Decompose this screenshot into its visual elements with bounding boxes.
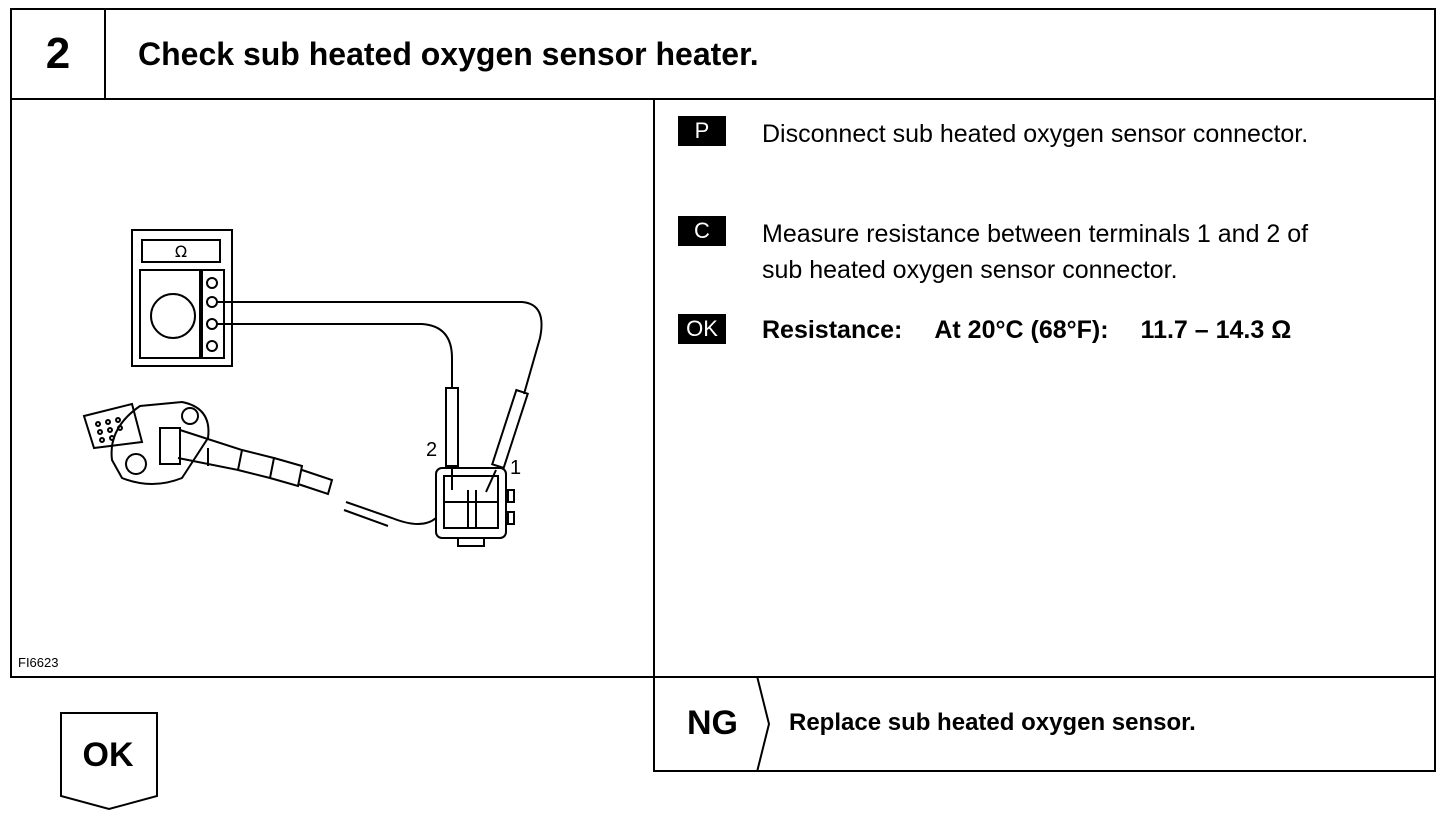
ng-action: Replace sub heated oxygen sensor. <box>789 709 1196 736</box>
probe-1 <box>485 388 530 493</box>
step-title: Check sub heated oxygen sensor heater. <box>138 35 759 72</box>
ok-arrow-icon <box>60 712 158 811</box>
step-prepare-text: Disconnect sub heated oxygen sensor conn… <box>762 120 1309 148</box>
resistance-spec: Resistance: At 20°C (68°F): 11.7 – 14.3 … <box>762 314 1291 346</box>
step-ok-spec: OK Resistance: At 20°C (68°F): 11.7 – 14… <box>678 314 1291 346</box>
spec-label: Resistance: <box>762 316 903 344</box>
step-body: Ω <box>10 98 1436 678</box>
badge-ok: OK <box>678 314 726 344</box>
probe-2 <box>445 387 459 490</box>
step-check-line-1: Measure resistance between terminals 1 a… <box>762 220 1309 248</box>
sensor-connector <box>435 467 515 547</box>
badge-prepare: P <box>678 116 726 146</box>
probe-lead-1 <box>217 301 543 395</box>
figure-panel: Ω <box>12 98 655 676</box>
step-prepare: P Disconnect sub heated oxygen sensor co… <box>678 116 1308 152</box>
step-check-text: Measure resistance between terminals 1 a… <box>762 216 1308 288</box>
spec-value: 11.7 – 14.3 Ω <box>1140 316 1292 344</box>
chevron-right-icon <box>756 676 771 772</box>
spec-condition: At 20°C (68°F): <box>934 316 1109 344</box>
illustration-sensor-check: Ω <box>82 229 543 547</box>
ng-result-box: NG Replace sub heated oxygen sensor. <box>653 676 1436 772</box>
meter-symbol: Ω <box>175 242 187 261</box>
badge-check: C <box>678 216 726 246</box>
step-header: 2 Check sub heated oxygen sensor heater. <box>10 8 1436 100</box>
ng-label: NG <box>687 703 738 742</box>
step-check: C Measure resistance between terminals 1… <box>678 216 1308 288</box>
terminal-1-label: 1 <box>510 457 521 479</box>
sensor-wire-end <box>345 501 437 525</box>
step-number: 2 <box>12 10 106 98</box>
ohmmeter-icon: Ω <box>131 229 233 367</box>
ok-result-box: OK <box>60 712 160 812</box>
ok-label: OK <box>82 735 134 774</box>
step-check-line-2: sub heated oxygen sensor connector. <box>762 256 1178 284</box>
terminal-2-label: 2 <box>426 439 437 461</box>
oxygen-sensor-icon <box>82 400 334 496</box>
procedure-steps: P Disconnect sub heated oxygen sensor co… <box>678 98 1434 676</box>
figure-code: FI6623 <box>18 655 59 670</box>
probe-lead-2 <box>217 323 453 388</box>
